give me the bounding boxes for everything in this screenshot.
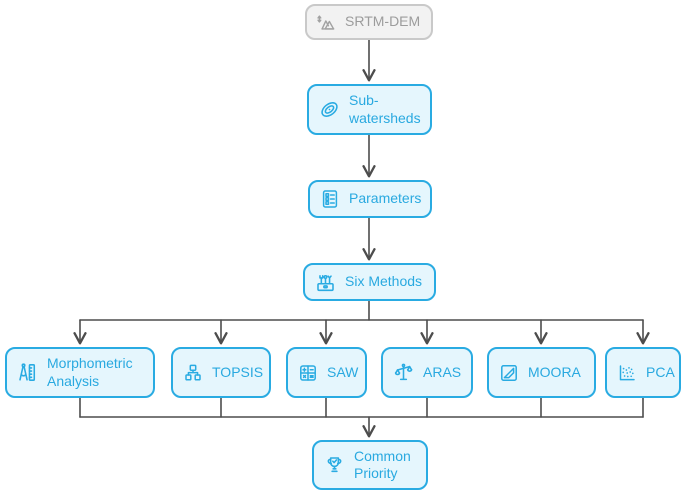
node-label: MOORA xyxy=(528,363,581,380)
node-label: Sub-watersheds xyxy=(349,92,421,126)
contour-lines-icon xyxy=(317,97,342,122)
trophy-icon xyxy=(322,453,347,478)
compass-ruler-icon xyxy=(15,360,40,385)
node-label: SRTM-DEM xyxy=(345,13,421,30)
node-parameters: Parameters xyxy=(308,180,432,218)
checklist-icon xyxy=(318,187,342,211)
node-morphometric-analysis: Morphometric Analysis xyxy=(5,347,155,398)
node-pca: PCA xyxy=(605,347,681,398)
node-label: TOPSIS xyxy=(212,363,264,380)
node-srtm-dem: SRTM-DEM xyxy=(305,4,433,40)
hierarchy-icon xyxy=(181,361,205,385)
node-saw: SAW xyxy=(286,347,367,398)
elevation-mountains-icon xyxy=(315,11,338,34)
toolbox-icon xyxy=(313,270,338,295)
scatter-plot-icon xyxy=(615,361,639,385)
node-label: ARAS xyxy=(423,363,462,380)
vector-square-icon xyxy=(497,361,521,385)
node-aras: ARAS xyxy=(381,347,473,398)
node-label: Common Priority xyxy=(354,447,411,481)
node-label: Six Methods xyxy=(345,273,423,290)
node-common-priority: Common Priority xyxy=(312,440,428,490)
node-topsis: TOPSIS xyxy=(171,347,271,398)
node-label: Morphometric Analysis xyxy=(47,355,133,389)
node-label: PCA xyxy=(646,363,675,380)
node-label: SAW xyxy=(327,363,359,380)
balance-scale-icon xyxy=(391,360,416,385)
node-six-methods: Six Methods xyxy=(303,263,436,301)
calculator-icon xyxy=(296,361,320,385)
node-moora: MOORA xyxy=(487,347,596,398)
node-label: Parameters xyxy=(349,190,422,207)
node-sub-watersheds: Sub-watersheds xyxy=(307,84,432,135)
